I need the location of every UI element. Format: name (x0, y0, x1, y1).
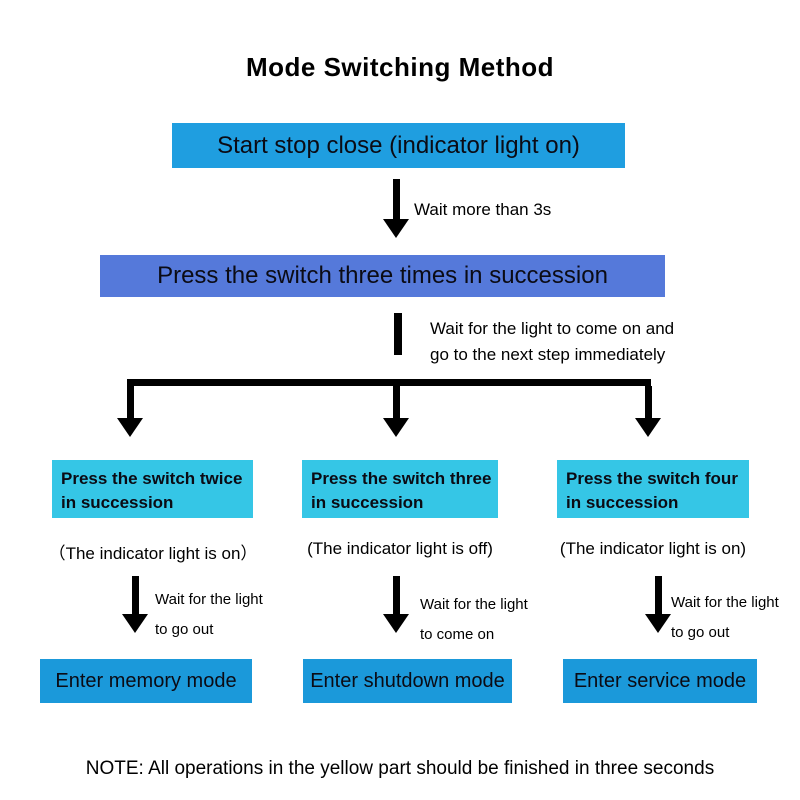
arrow-shaft (392, 576, 400, 614)
arrow-head (122, 614, 148, 633)
arrow-down-icon (635, 386, 661, 437)
wait-line1: Wait for the light (671, 594, 779, 611)
wait-second-line2: go to the next step immediately (430, 345, 666, 364)
arrow-head (117, 418, 143, 437)
arrow-down-icon (383, 386, 409, 437)
indicator-state-label: (The indicator light is on) (559, 539, 747, 558)
branch-wait-label: Wait for the light to go out (155, 585, 263, 645)
wait-first-label: Wait more than 3s (414, 200, 552, 219)
arrow-head (383, 219, 409, 238)
branch-service-press-box: Press the switch four in succession (557, 460, 749, 518)
arrow-shaft (392, 386, 400, 418)
wait-line2: to go out (671, 624, 730, 641)
arrow-down-icon (383, 179, 409, 238)
enter-memory-mode-box: Enter memory mode (40, 659, 252, 703)
arrow-shaft (126, 386, 134, 418)
footer-note: NOTE: All operations in the yellow part … (85, 758, 715, 779)
connector-line (394, 313, 402, 355)
branch-wait-label: Wait for the light to go out (671, 588, 779, 648)
wait-line1: Wait for the light (155, 591, 263, 608)
indicator-state-label: (The indicator light is off) (307, 539, 493, 558)
arrow-head (383, 418, 409, 437)
page-title: Mode Switching Method (245, 52, 555, 82)
enter-service-mode-box: Enter service mode (563, 659, 757, 703)
indicator-state-label: （The indicator light is on） (48, 544, 258, 563)
enter-shutdown-mode-box: Enter shutdown mode (303, 659, 512, 703)
arrow-shaft (644, 386, 652, 418)
arrow-head (635, 418, 661, 437)
arrow-shaft (392, 179, 400, 219)
branch-split-line (127, 379, 651, 386)
wait-line2: to go out (155, 621, 214, 638)
branch-shutdown-press-box: Press the switch three in succession (302, 460, 498, 518)
wait-second-line1: Wait for the light to come on and (430, 319, 675, 338)
start-step-box: Start stop close (indicator light on) (172, 123, 625, 168)
wait-line1: Wait for the light (420, 596, 528, 613)
arrow-down-icon (383, 576, 409, 633)
press-three-times-box: Press the switch three times in successi… (100, 255, 665, 297)
arrow-shaft (654, 576, 662, 614)
arrow-down-icon (645, 576, 671, 633)
arrow-down-icon (122, 576, 148, 633)
arrow-head (383, 614, 409, 633)
arrow-head (645, 614, 671, 633)
wait-second-label: Wait for the light to come on and go to … (430, 316, 730, 368)
wait-line2: to come on (420, 626, 495, 643)
arrow-shaft (131, 576, 139, 614)
branch-wait-label: Wait for the light to come on (420, 590, 528, 650)
arrow-down-icon (117, 386, 143, 437)
branch-memory-press-box: Press the switch twice in succession (52, 460, 253, 518)
